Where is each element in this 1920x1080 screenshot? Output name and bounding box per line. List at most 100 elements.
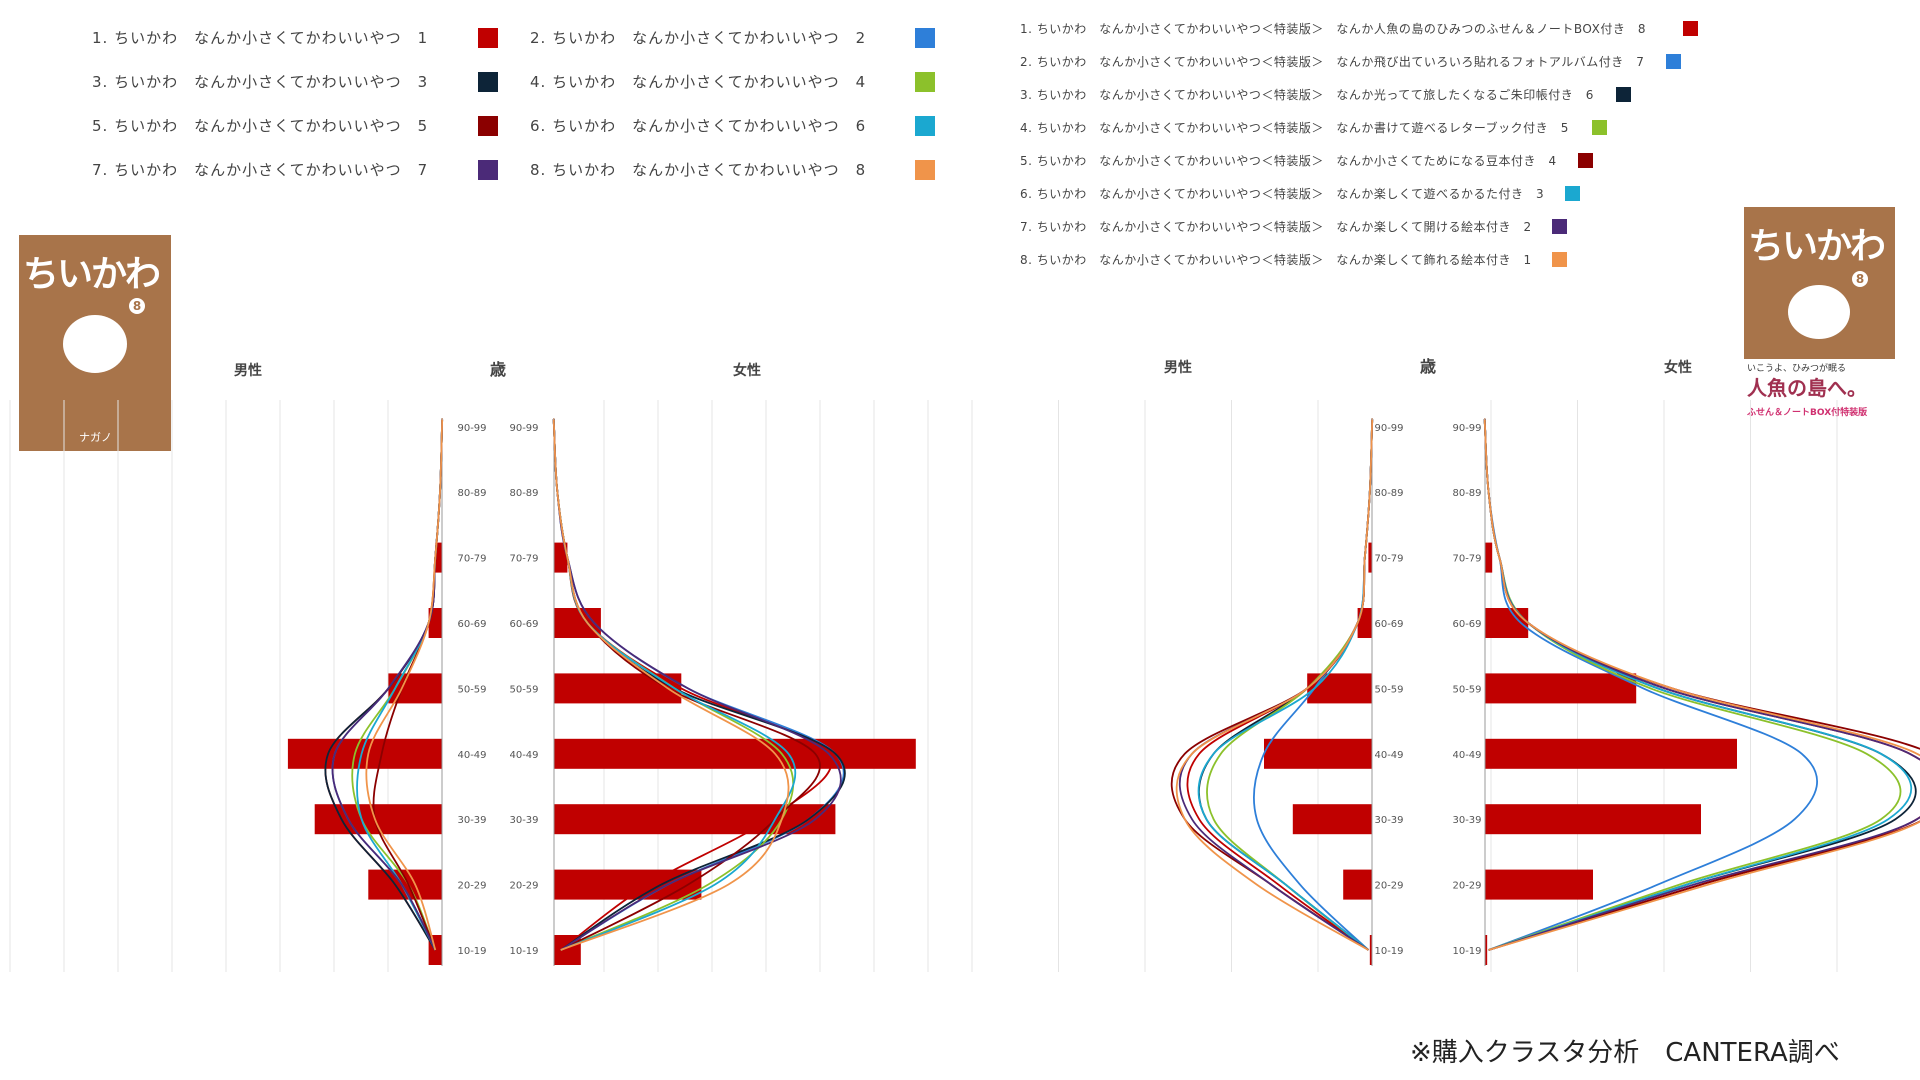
bar-male	[1343, 869, 1372, 900]
legend-color-swatch	[478, 116, 498, 136]
legend-item-label: 2. ちいかわ なんか小さくてかわいいやつ＜特装版＞ なんか飛び出ていろいろ貼れ…	[1020, 55, 1645, 69]
legend-item-label: 6. ちいかわ なんか小さくてかわいいやつ 6	[530, 117, 867, 135]
book-cover-special: ちいかわ 8 いこうよ、ひみつが眠る 人魚の島へ。 ふせん＆ノートBOX付特装版	[1744, 207, 1895, 423]
age-tick-label: 40-49	[1452, 750, 1481, 761]
legend-item-label: 2. ちいかわ なんか小さくてかわいいやつ 2	[530, 29, 867, 47]
age-tick-label: 60-69	[457, 619, 486, 630]
age-tick-label: 70-79	[457, 554, 486, 565]
age-tick-label: 30-39	[509, 815, 538, 826]
age-tick-label: 50-59	[1452, 684, 1481, 695]
bar-male	[1368, 542, 1372, 573]
legend-item-label: 7. ちいかわ なんか小さくてかわいいやつ 7	[92, 161, 429, 179]
age-header: 歳	[1420, 357, 1436, 376]
bar-female	[1485, 738, 1737, 769]
age-tick-label: 20-29	[457, 881, 486, 892]
age-tick-label: 70-79	[1374, 554, 1403, 565]
bar-male	[435, 542, 442, 573]
age-header: 歳	[490, 360, 506, 379]
age-tick-label: 30-39	[457, 815, 486, 826]
age-tick-label: 90-99	[509, 423, 538, 434]
age-tick-label: 20-29	[1452, 881, 1481, 892]
bar-female	[1485, 804, 1701, 835]
bar-female	[1485, 673, 1637, 704]
age-tick-label: 80-89	[457, 488, 486, 499]
bar-female	[1485, 542, 1493, 573]
age-tick-label: 60-69	[1374, 619, 1403, 630]
bar-male	[428, 608, 442, 638]
age-tick-label: 10-19	[1374, 946, 1403, 957]
volume-number: 8	[129, 298, 145, 314]
age-tick-label: 90-99	[1374, 423, 1403, 434]
age-tick-label: 80-89	[1374, 488, 1403, 499]
bar-male	[1357, 608, 1372, 638]
legend-item-label: 1. ちいかわ なんか小さくてかわいいやつ 1	[92, 29, 429, 47]
age-tick-label: 40-49	[457, 750, 486, 761]
legend-color-swatch	[915, 72, 935, 92]
legend-color-swatch	[915, 28, 935, 48]
bar-female	[554, 804, 836, 835]
bar-female	[1485, 935, 1488, 965]
legend-color-swatch	[1616, 87, 1631, 102]
legend-item-label: 3. ちいかわ なんか小さくてかわいいやつ 3	[92, 73, 429, 91]
legend-color-swatch	[1683, 21, 1698, 36]
legend-special-edition: 1. ちいかわ なんか小さくてかわいいやつ＜特装版＞ なんか人魚の島のひみつのふ…	[0, 0, 1920, 280]
bar-male	[368, 869, 442, 900]
bar-female	[554, 542, 568, 573]
cover-title: ちいかわ	[1748, 225, 1886, 267]
legend-item-label: 5. ちいかわ なんか小さくてかわいいやつ＜特装版＞ なんか小さくてためになる豆…	[1020, 154, 1557, 168]
source-footnote: ※購入クラスタ分析 CANTERA調べ	[1410, 1038, 1840, 1068]
age-tick-label: 50-59	[509, 684, 538, 695]
legend-color-swatch	[1578, 153, 1593, 168]
age-tick-label: 20-29	[509, 881, 538, 892]
band-title: 人魚の島へ。	[1747, 376, 1867, 400]
age-tick-label: 70-79	[509, 554, 538, 565]
book-cover-standard: ちいかわ 8 ナガノ	[19, 235, 171, 451]
legend-item-label: 8. ちいかわ なんか小さくてかわいいやつ 8	[530, 161, 867, 179]
age-tick-label: 30-39	[1452, 815, 1481, 826]
age-tick-label: 10-19	[457, 946, 486, 957]
male-header: 男性	[234, 362, 262, 379]
legend-item-label: 1. ちいかわ なんか小さくてかわいいやつ＜特装版＞ なんか人魚の島のひみつのふ…	[1020, 22, 1646, 36]
legend-color-swatch	[1592, 120, 1607, 135]
legend-color-swatch	[1552, 252, 1567, 267]
age-tick-label: 40-49	[1374, 750, 1403, 761]
age-tick-label: 70-79	[1452, 554, 1481, 565]
bar-female	[554, 738, 916, 769]
legend-standard-edition: 1. ちいかわ なんか小さくてかわいいやつ 1 2. ちいかわ なんか小さくてかわ…	[0, 0, 960, 200]
special-edition-band: いこうよ、ひみつが眠る 人魚の島へ。 ふせん＆ノートBOX付特装版	[1744, 359, 1895, 423]
age-tick-label: 10-19	[1452, 946, 1481, 957]
curve-male	[365, 418, 444, 951]
age-tick-label: 40-49	[509, 750, 538, 761]
band-subtitle: いこうよ、ひみつが眠る	[1747, 364, 1847, 374]
legend-color-swatch	[915, 160, 935, 180]
legend-item-label: 6. ちいかわ なんか小さくてかわいいやつ＜特装版＞ なんか楽しくて遊べるかるた…	[1020, 187, 1545, 201]
volume-number: 8	[1852, 271, 1868, 287]
legend-item-label: 7. ちいかわ なんか小さくてかわいいやつ＜特装版＞ なんか楽しくて開ける絵本付…	[1020, 220, 1532, 234]
legend-color-swatch	[478, 160, 498, 180]
legend-item-label: 5. ちいかわ なんか小さくてかわいいやつ 5	[92, 117, 429, 135]
cover-author: ナガノ	[79, 431, 112, 444]
legend-color-swatch	[1565, 186, 1580, 201]
female-header: 女性	[733, 362, 761, 379]
bar-female	[554, 869, 702, 900]
age-tick-label: 90-99	[1452, 423, 1481, 434]
age-tick-label: 90-99	[457, 423, 486, 434]
legend-color-swatch	[915, 116, 935, 136]
legend-item-label: 8. ちいかわ なんか小さくてかわいいやつ＜特装版＞ なんか楽しくて飾れる絵本付…	[1020, 253, 1532, 267]
legend-item-label: 4. ちいかわ なんか小さくてかわいいやつ＜特装版＞ なんか書けて遊べるレターブ…	[1020, 121, 1569, 135]
legend-item-label: 4. ちいかわ なんか小さくてかわいいやつ 4	[530, 73, 867, 91]
curve-female	[1483, 418, 1920, 951]
legend-color-swatch	[1666, 54, 1681, 69]
age-tick-label: 50-59	[457, 684, 486, 695]
legend-color-swatch	[478, 28, 498, 48]
age-tick-label: 20-29	[1374, 881, 1403, 892]
band-edition: ふせん＆ノートBOX付特装版	[1747, 408, 1868, 418]
age-tick-label: 60-69	[1452, 619, 1481, 630]
bar-male	[1264, 738, 1372, 769]
age-tick-label: 30-39	[1374, 815, 1403, 826]
age-tick-label: 80-89	[1452, 488, 1481, 499]
bar-male	[1292, 804, 1372, 835]
female-header: 女性	[1664, 359, 1692, 376]
legend-color-swatch	[1552, 219, 1567, 234]
